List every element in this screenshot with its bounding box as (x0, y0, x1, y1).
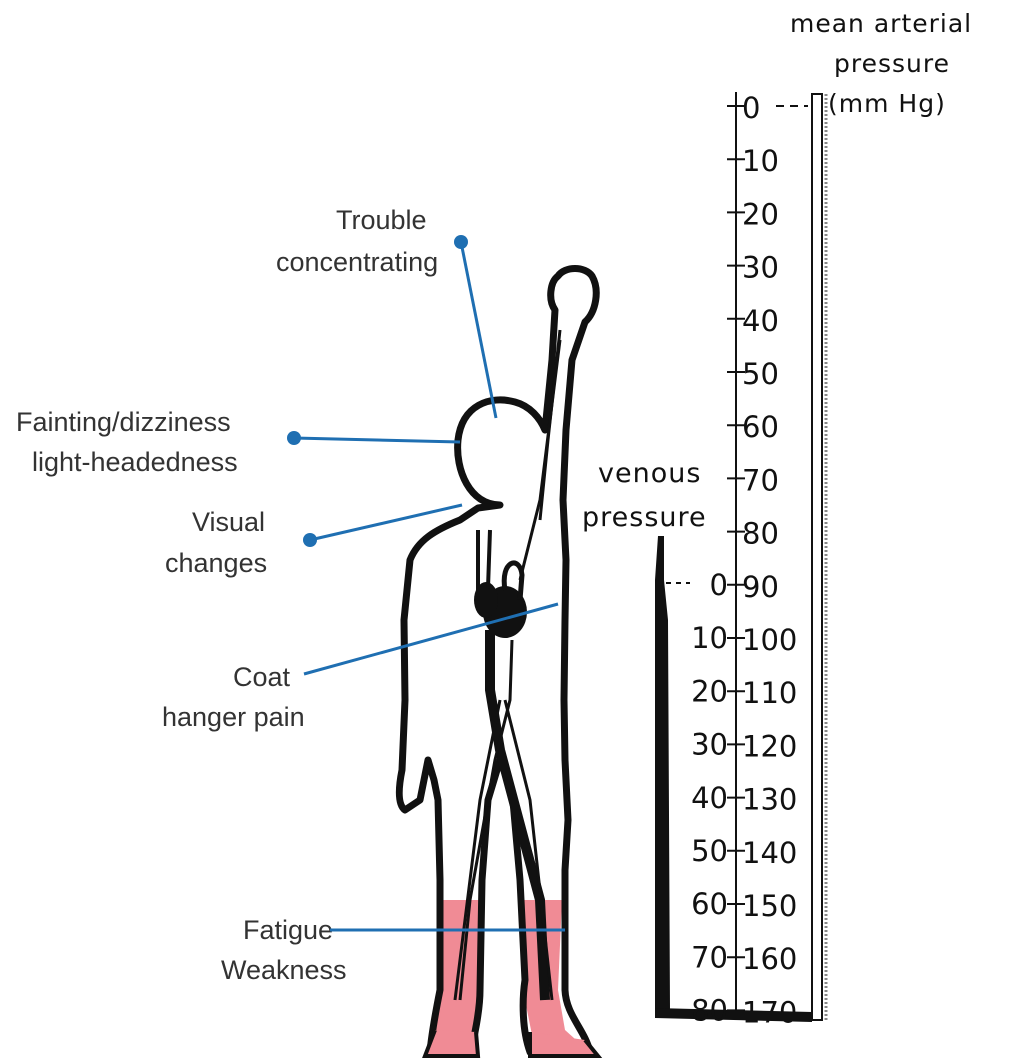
arterial-tick-label: 60 (742, 410, 779, 444)
arterial-tick-label: 160 (742, 942, 797, 976)
venous-tick-label: 40 (691, 781, 728, 815)
arterial-tick-label: 50 (742, 357, 779, 391)
neck-vessels (478, 530, 490, 590)
venous-fluid-column (655, 536, 670, 1010)
venous-tick-label: 10 (691, 621, 728, 655)
venous-tick-label: 70 (691, 940, 728, 974)
visual-changes-leader (310, 505, 462, 540)
arterial-tick-label: 150 (742, 889, 797, 923)
coat-hanger-label-line1: Coat (233, 662, 291, 692)
fainting-label-line1: Fainting/dizziness (16, 407, 231, 437)
arm-vessel (520, 340, 560, 580)
coat-hanger-leader (304, 604, 558, 674)
arterial-tick-label: 80 (742, 517, 779, 551)
fainting-dot (287, 431, 301, 445)
arterial-tick-label: 100 (742, 623, 797, 657)
arterial-column (812, 94, 822, 1020)
trouble-concentrating-leader (461, 242, 496, 418)
left-foot (425, 1030, 478, 1056)
fatigue-label-line2: Weakness (221, 955, 347, 985)
arterial-tick-label: 20 (742, 197, 779, 231)
visual-changes-label-line1: Visual (192, 507, 265, 537)
arterial-title-line3: (mm Hg) (828, 89, 946, 118)
venous-tick-group: 0 10 20 30 40 50 60 70 80 (691, 568, 728, 1028)
venous-tick-label: 20 (691, 674, 728, 708)
trouble-concentrating-dot (454, 235, 468, 249)
arterial-tick-label: 110 (742, 676, 797, 710)
venous-title-line2: pressure (582, 502, 707, 533)
arterial-tick-label: 90 (742, 570, 779, 604)
trouble-concentrating-label-line1: Trouble (336, 205, 427, 235)
arterial-tick-label: 130 (742, 783, 797, 817)
arterial-title-line2: pressure (834, 49, 950, 78)
body-outline (399, 269, 596, 1053)
arterial-title-line1: mean arterial (790, 9, 972, 38)
arterial-pressure-scale: mean arterial pressure (mm Hg) 0 10 20 30 40… (727, 9, 972, 1029)
arterial-tick-label: 10 (742, 144, 779, 178)
trouble-concentrating-label-line2: concentrating (276, 247, 438, 277)
venous-tick-label: 50 (691, 834, 728, 868)
arterial-tick-label: 120 (742, 729, 797, 763)
arterial-tick-label: 0 (742, 91, 760, 125)
visual-changes-label-line2: changes (165, 548, 267, 578)
coat-hanger-label-line2: hanger pain (162, 702, 305, 732)
venous-tick-label: 80 (691, 994, 728, 1028)
venous-title-line1: venous (598, 458, 701, 489)
arterial-tick-label: 30 (742, 251, 779, 285)
fainting-leader (294, 438, 460, 442)
fatigue-label-line1: Fatigue (243, 915, 333, 945)
venous-tick-label: 30 (691, 728, 728, 762)
arterial-tick-label: 70 (742, 463, 779, 497)
arterial-tick-group: 0 10 20 30 40 50 60 70 80 90 100 110 120 130 140 150 160… (727, 91, 797, 1029)
human-figure (399, 269, 598, 1057)
fainting-label-line2: light-headedness (32, 447, 238, 477)
arterial-tick-label: 140 (742, 836, 797, 870)
arterial-tick-label: 40 (742, 304, 779, 338)
visual-changes-dot (303, 533, 317, 547)
venous-tick-label: 0 (710, 568, 728, 602)
venous-tick-label: 60 (691, 887, 728, 921)
